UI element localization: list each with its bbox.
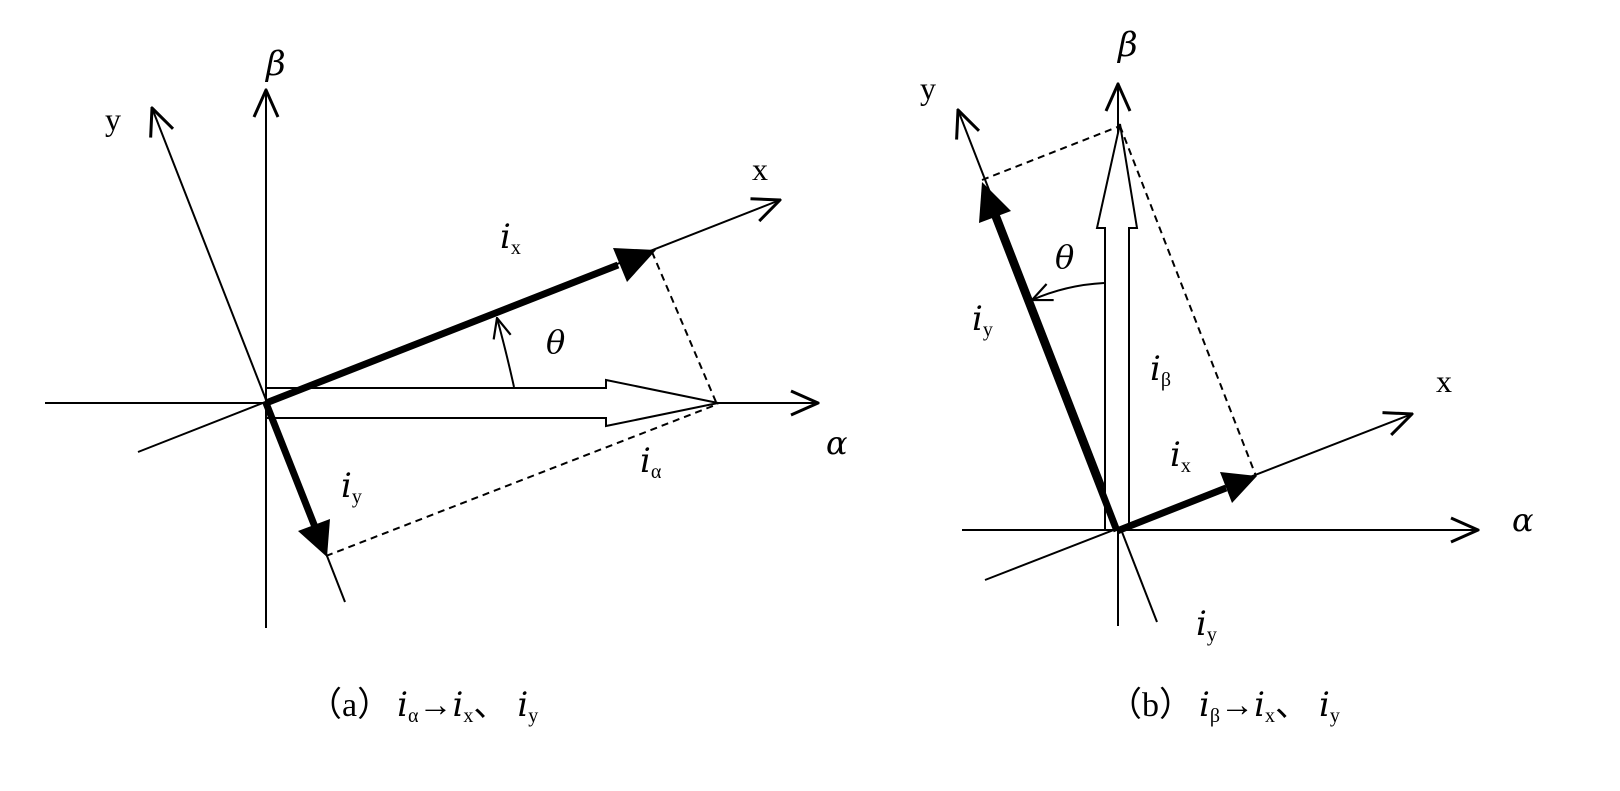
- projection-x: [651, 251, 717, 403]
- alpha-label-b: α: [1512, 501, 1534, 539]
- ix-arrowhead: [613, 248, 656, 282]
- i-beta-vector: [1095, 123, 1139, 531]
- iy-vector-b: [990, 212, 1121, 533]
- iy-label-b: iy: [972, 299, 993, 341]
- iy-label-b-lower: iy: [1196, 604, 1217, 646]
- y-label: y: [105, 101, 121, 137]
- projection-x-b: [1119, 125, 1257, 477]
- ix-label: ix: [500, 217, 521, 259]
- iy-label: iy: [341, 466, 362, 508]
- theta-label: θ: [546, 323, 565, 361]
- caption-a: （a）iα→ix、iy: [308, 685, 538, 727]
- ix-label-b: ix: [1170, 435, 1191, 477]
- beta-label: β: [264, 44, 286, 84]
- i-alpha-vector: [265, 378, 719, 428]
- panel-a: β y x α θ ix iy iα （a）iα→ix、iy: [45, 44, 848, 727]
- ix-arrowhead-b: [1220, 472, 1257, 503]
- theta-arc: [497, 318, 515, 388]
- x-label: x: [752, 151, 768, 187]
- caption-b: （b）iβ→ix、iy: [1108, 685, 1340, 727]
- beta-label-b: β: [1116, 25, 1138, 65]
- panel-b: β y x α θ iy iβ ix iy （b）iβ→ix、iy: [920, 25, 1534, 727]
- ibeta-label: iβ: [1150, 349, 1171, 391]
- alpha-label: α: [826, 424, 848, 462]
- ix-vector-b: [1115, 484, 1228, 535]
- ialpha-label: iα: [640, 441, 662, 483]
- projection-y: [325, 403, 719, 557]
- iy-vector: [262, 401, 319, 529]
- x-label-b: x: [1436, 363, 1452, 399]
- theta-arc-b: [1032, 282, 1105, 300]
- theta-label-b: θ: [1055, 238, 1074, 276]
- ix-vector: [264, 261, 620, 407]
- iy-arrowhead-b: [979, 182, 1011, 223]
- y-label-b: y: [920, 70, 936, 106]
- iy-arrowhead: [298, 519, 330, 557]
- projection-y-b: [981, 125, 1121, 181]
